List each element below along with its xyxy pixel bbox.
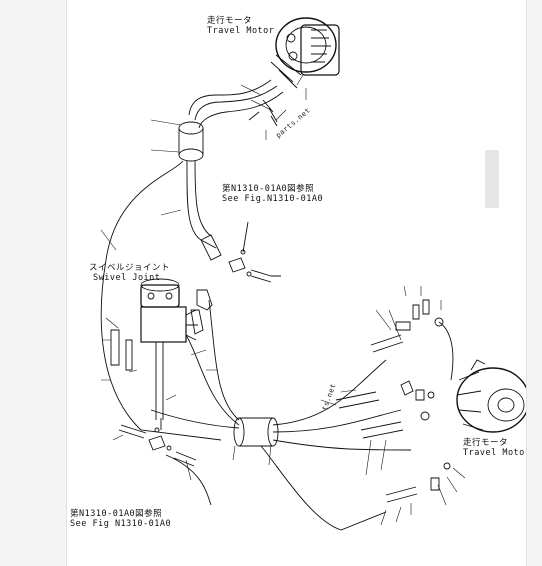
see-fig-label-bottom: 第N1310-01A0図参照 See Fig N1310-01A0 (70, 509, 171, 529)
travel-motor-en-right: Travel Motor (463, 448, 527, 458)
swivel-joint-en: Swivel Joint (93, 273, 161, 283)
lower-left-fittings (118, 418, 197, 467)
right-fittings (335, 299, 454, 503)
travel-motor-en: Travel Motor (207, 26, 275, 36)
upper-fittings (228, 221, 281, 283)
top-hoses (100, 79, 284, 441)
travel-motor-top (270, 17, 340, 89)
swivel-joint-label: スイベルジョイント Swivel Joint (89, 263, 170, 283)
leader-lines (100, 74, 466, 526)
see-fig-jp-bottom: 第N1310-01A0図参照 (70, 509, 163, 519)
lower-hoses (150, 299, 412, 531)
hydraulic-diagram (100, 17, 526, 531)
travel-motor-right (456, 359, 526, 433)
scan-artifact (485, 150, 499, 208)
see-fig-jp-top: 第N1310-01A0図参照 (222, 184, 315, 194)
swivel-joint-jp: スイベルジョイント (89, 263, 171, 273)
travel-motor-jp: 走行モータ (207, 16, 253, 26)
see-fig-label-top: 第N1310-01A0図参照 See Fig.N1310-01A0 (222, 184, 323, 204)
travel-motor-label-top: 走行モータ Travel Motor (207, 16, 274, 36)
see-fig-en-top: See Fig.N1310-01A0 (222, 194, 324, 204)
travel-motor-jp-right: 走行モータ (463, 438, 509, 448)
swivel-joint (110, 278, 213, 420)
drawing-sheet: 走行モータ Travel Motor parts.net 第N1310-01A0… (66, 0, 527, 566)
travel-motor-label-right: 走行モータ Travel Motor (463, 438, 527, 458)
see-fig-en-bottom: See Fig N1310-01A0 (70, 519, 172, 529)
